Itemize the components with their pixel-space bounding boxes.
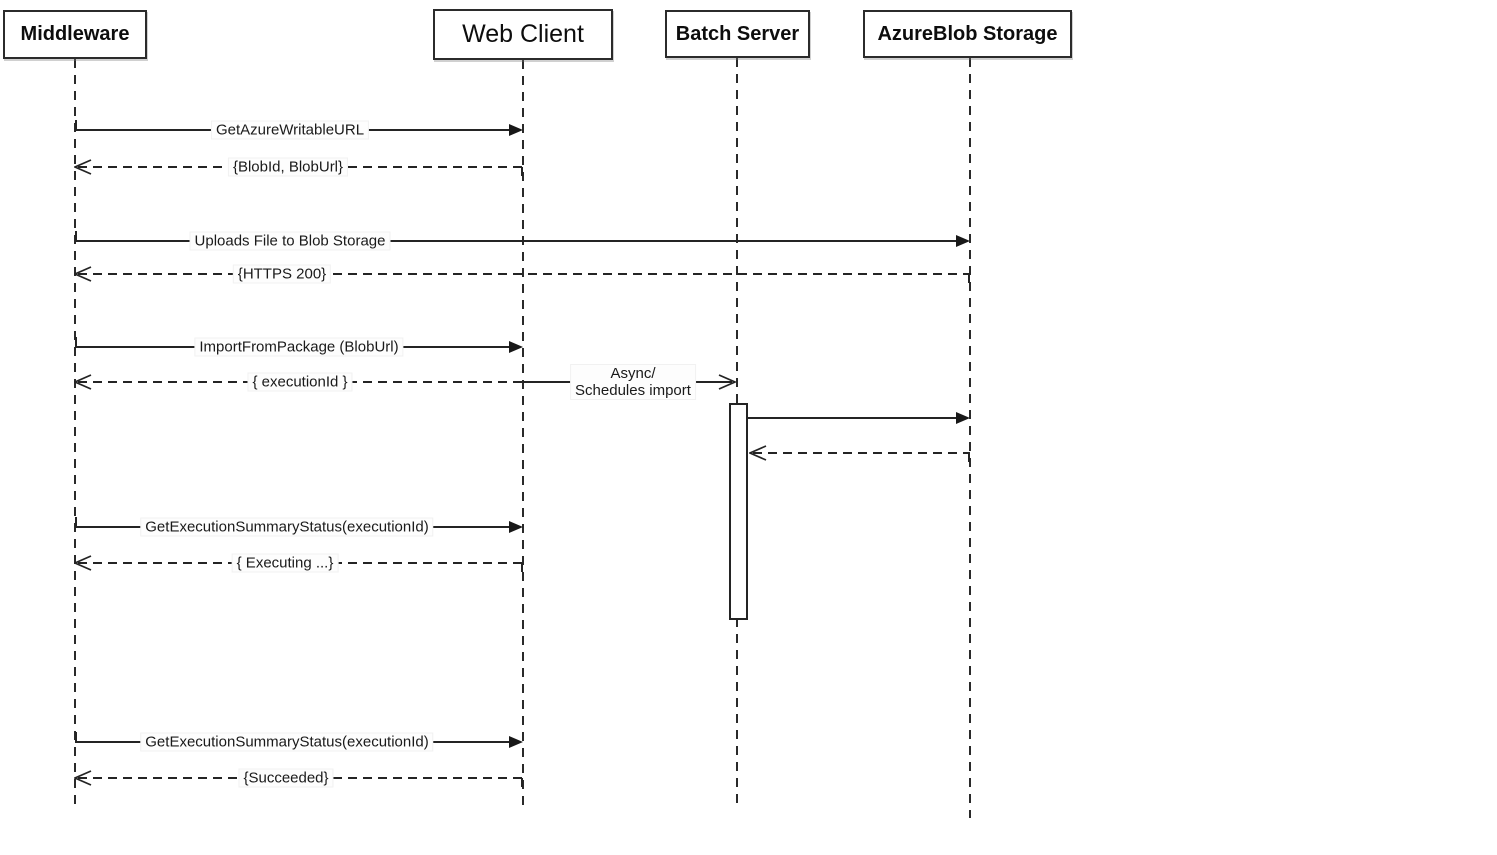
message-line	[78, 273, 970, 275]
message-origin-tick	[521, 563, 523, 572]
open-arrowhead-icon	[718, 374, 738, 390]
message-label: GetAzureWritableURL	[211, 121, 369, 139]
open-arrowhead-icon	[72, 266, 92, 282]
filled-arrowhead-icon	[956, 235, 970, 247]
message-line	[753, 452, 970, 454]
message-label: {BlobId, BlobUrl}	[228, 158, 348, 176]
filled-arrowhead-icon	[956, 412, 970, 424]
activation-bar-batch-server	[729, 403, 748, 620]
open-arrowhead-icon	[72, 770, 92, 786]
participant-label-middleware: Middleware	[20, 23, 130, 45]
participant-box-web-client: Web Client	[433, 9, 613, 60]
message-line	[748, 417, 960, 419]
filled-arrowhead-icon	[509, 341, 523, 353]
message-label: GetExecutionSummaryStatus(executionId)	[141, 518, 433, 536]
message-origin-tick	[75, 231, 77, 241]
participant-label-azureblob-storage: AzureBlob Storage	[877, 22, 1058, 45]
message-label: { Executing ...}	[232, 554, 338, 572]
message-origin-tick	[75, 337, 77, 347]
message-origin-tick	[521, 778, 523, 787]
message-label: {Succeeded}	[239, 769, 333, 787]
message-origin-tick	[521, 167, 523, 176]
filled-arrowhead-icon	[509, 124, 523, 136]
participant-box-azureblob-storage: AzureBlob Storage	[863, 10, 1072, 58]
message-label: GetExecutionSummaryStatus(executionId)	[141, 733, 433, 751]
message-label: Uploads File to Blob Storage	[190, 232, 390, 250]
message-line	[75, 240, 960, 242]
open-arrowhead-icon	[72, 374, 92, 390]
message-origin-tick	[968, 274, 970, 283]
message-origin-tick	[75, 732, 77, 742]
message-label: Async/ Schedules import	[571, 365, 695, 399]
open-arrowhead-icon	[747, 445, 767, 461]
lifeline-middleware	[74, 59, 76, 806]
open-arrowhead-icon	[72, 555, 92, 571]
message-origin-tick	[75, 120, 77, 130]
filled-arrowhead-icon	[509, 521, 523, 533]
participant-label-batch-server: Batch Server	[675, 22, 800, 45]
message-origin-tick	[75, 517, 77, 527]
filled-arrowhead-icon	[509, 736, 523, 748]
message-label: { executionId }	[248, 373, 352, 391]
participant-box-batch-server: Batch Server	[665, 10, 810, 58]
participant-box-middleware: Middleware	[3, 10, 147, 59]
participant-label-web-client: Web Client	[462, 20, 584, 48]
message-label: ImportFromPackage (BlobUrl)	[195, 338, 403, 356]
message-label: {HTTPS 200}	[233, 265, 331, 283]
lifeline-azureblob-storage	[969, 58, 971, 818]
message-origin-tick	[968, 453, 970, 462]
open-arrowhead-icon	[72, 159, 92, 175]
lifeline-web-client	[522, 60, 524, 806]
